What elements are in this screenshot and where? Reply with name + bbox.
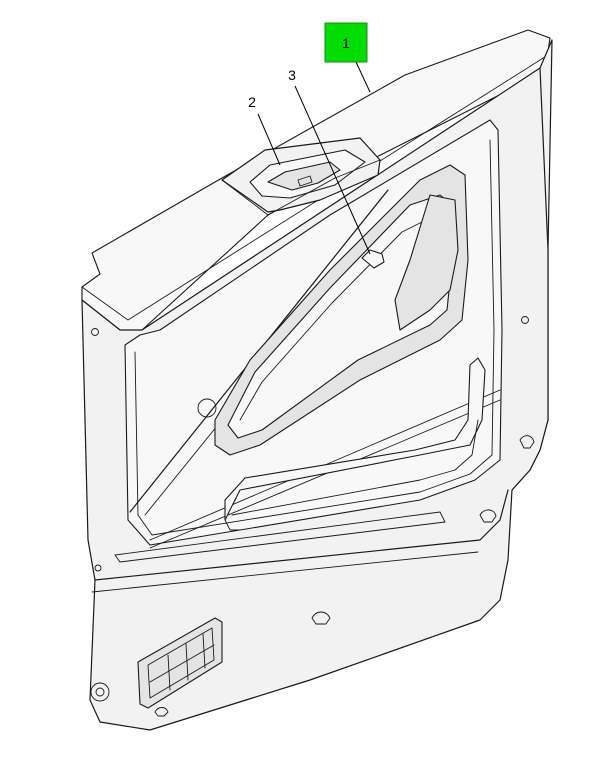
callout-2[interactable]: 2 xyxy=(248,94,256,110)
fastener-clip xyxy=(311,611,331,625)
mounting-boss xyxy=(197,398,217,418)
leader-line-1 xyxy=(355,61,371,93)
leader-line-3 xyxy=(294,85,371,255)
callout-3[interactable]: 3 xyxy=(288,67,296,83)
door-panel-assembly xyxy=(81,29,553,731)
map-pocket xyxy=(224,357,486,521)
callout-2-label: 2 xyxy=(248,94,256,110)
callout-1-highlight-box xyxy=(324,22,368,63)
callout-1-label: 1 xyxy=(342,35,350,51)
fastener-clip xyxy=(519,435,535,449)
speaker-grille xyxy=(137,617,223,709)
callout-1[interactable]: 1 xyxy=(324,22,368,63)
leader-line-2 xyxy=(257,113,281,166)
fastener-clip xyxy=(479,509,497,523)
fastener-clip xyxy=(154,707,169,717)
callout-3-label: 3 xyxy=(288,67,296,83)
door-pull-cup xyxy=(394,194,459,331)
